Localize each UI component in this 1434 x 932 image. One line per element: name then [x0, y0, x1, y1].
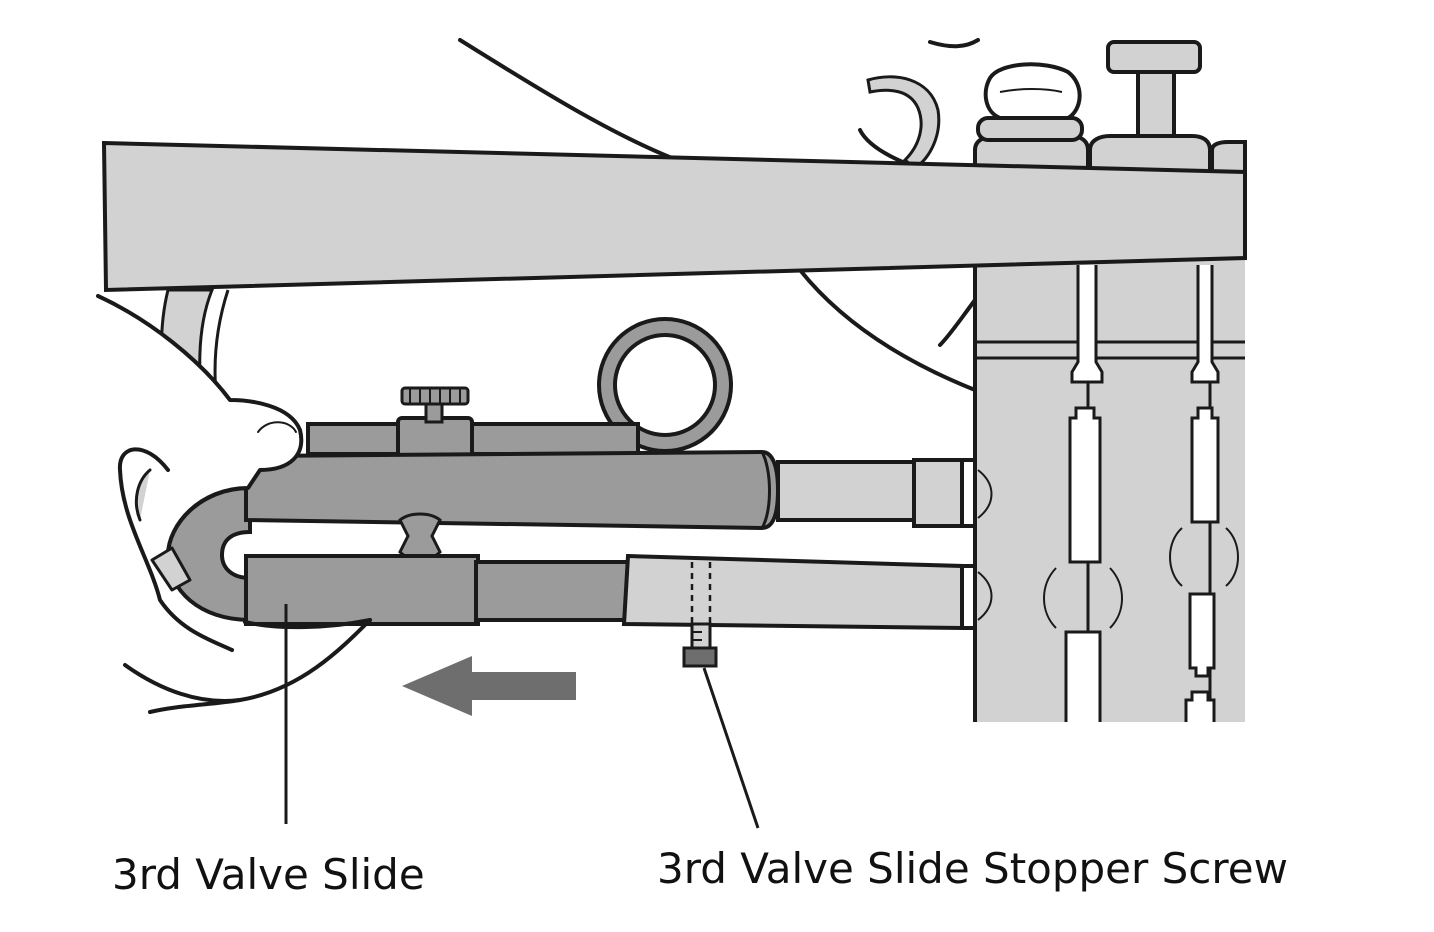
- upper-inner-tube: [776, 460, 920, 522]
- left-arrow-icon: [402, 656, 576, 716]
- knurled-lock-screw: [396, 386, 474, 464]
- slide-center-brace: [398, 512, 442, 561]
- lower-inner-tube: [621, 553, 964, 631]
- valve-casings: [973, 116, 1247, 722]
- finger-hook: [866, 75, 941, 170]
- label-3rd-valve-slide: 3rd Valve Slide: [112, 850, 425, 899]
- finger-on-valve: [983, 62, 1082, 120]
- label-stopper-screw: 3rd Valve Slide Stopper Screw: [657, 844, 1288, 893]
- valve-stem: [1106, 40, 1202, 148]
- left-hand: [96, 294, 372, 714]
- lower-slide-tube: [244, 554, 480, 626]
- upper-slide-tube: [244, 449, 781, 531]
- lower-slide-inner-dark: [474, 560, 630, 622]
- upper-tube-ferrule: [912, 458, 964, 528]
- screw-leader-line: [702, 667, 760, 829]
- stopper-screw: [682, 562, 718, 668]
- leadpipe: [101, 140, 1247, 293]
